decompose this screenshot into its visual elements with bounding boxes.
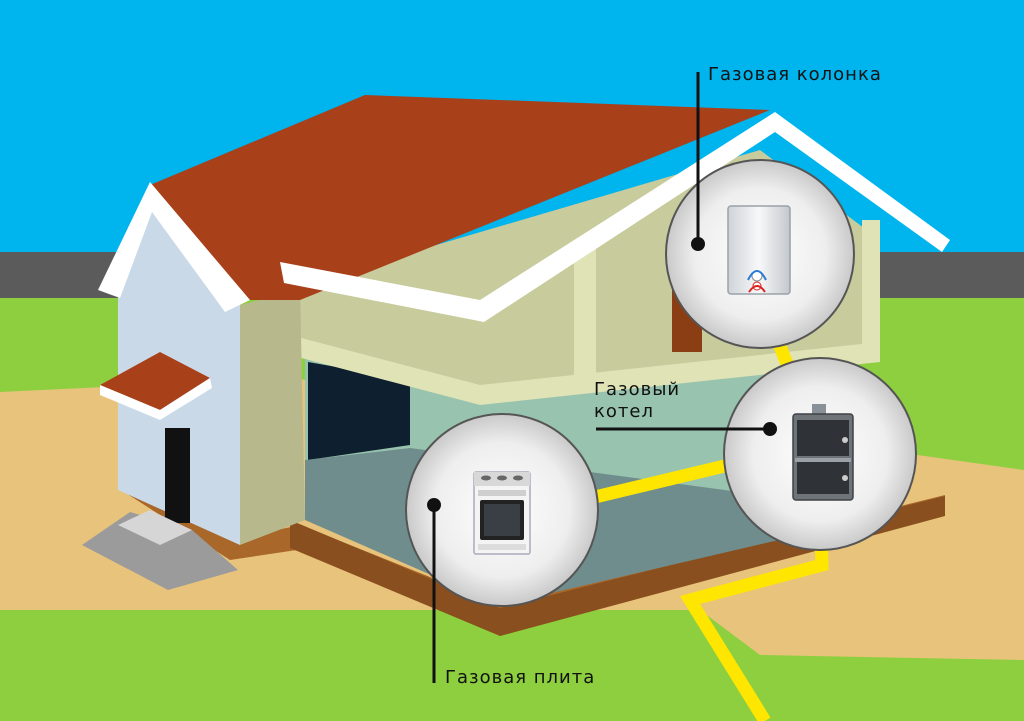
entrance-door — [165, 428, 190, 523]
stove-label: Газовая плита — [445, 667, 596, 688]
water-heater-icon — [727, 205, 791, 295]
boiler-label-line2: котел — [594, 401, 654, 422]
roof-trim-right — [280, 112, 950, 322]
boiler-label-line1: Газовый — [594, 379, 681, 400]
porch-roof — [100, 352, 210, 410]
roof — [150, 95, 770, 300]
stove-dot — [427, 498, 441, 512]
boiler-dot — [763, 422, 777, 436]
gas-stove-icon — [473, 471, 531, 555]
porch-step — [82, 512, 238, 590]
side-wall — [240, 290, 305, 545]
dark-doorway — [308, 362, 410, 460]
ceiling-slab — [290, 335, 880, 405]
porch-roof-trim — [100, 378, 212, 420]
roof-trim-left — [98, 182, 250, 312]
post-right — [862, 220, 880, 360]
boiler-label: Газовый котел — [594, 379, 680, 423]
foundation-side — [290, 496, 945, 636]
water-heater-label: Газовая колонка — [708, 64, 882, 85]
water-heater-dot — [691, 237, 705, 251]
post-left — [574, 242, 596, 392]
boiler-icon — [792, 404, 854, 501]
porch-step-top — [118, 510, 192, 545]
